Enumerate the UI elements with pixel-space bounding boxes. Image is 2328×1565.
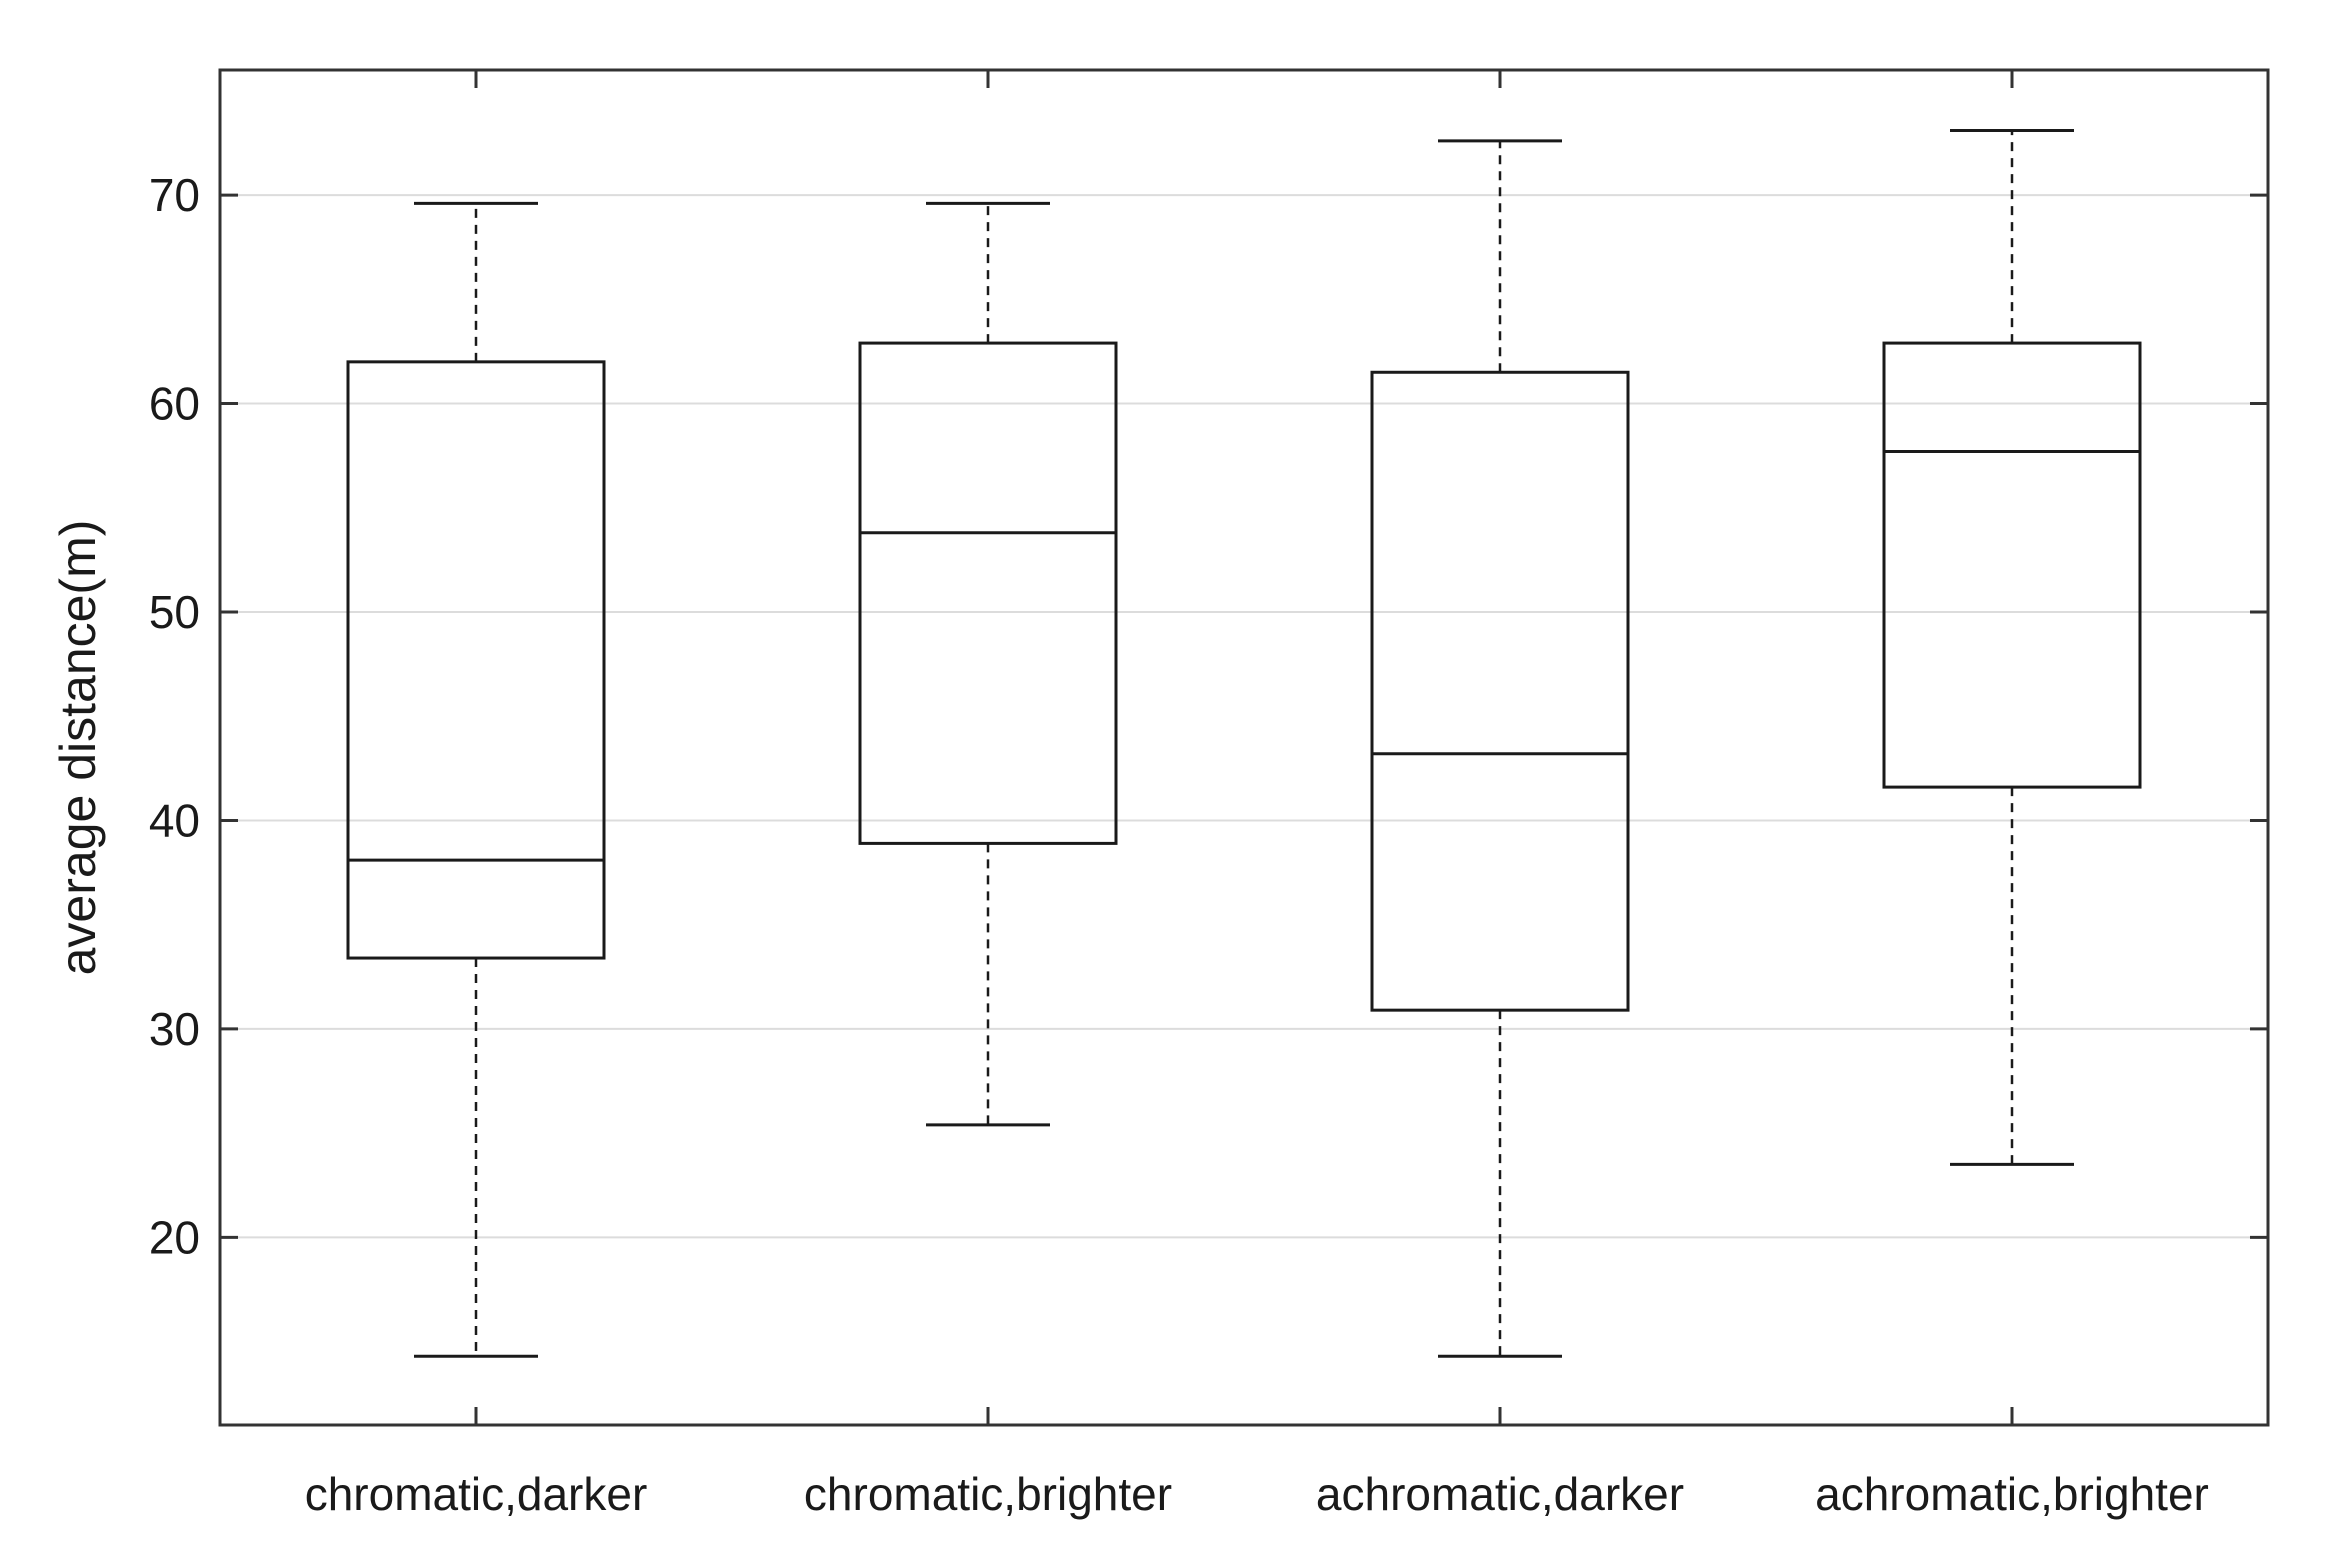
x-tick-label: chromatic,brighter <box>804 1468 1172 1520</box>
y-axis-label: average distance(m) <box>50 520 106 976</box>
x-tick-label: achromatic,brighter <box>1815 1468 2209 1520</box>
y-tick-label: 50 <box>149 586 200 638</box>
tick-labels: 20 30 40 50 60 70 chromatic,darker chromatic,br… <box>149 169 2209 1520</box>
box-group <box>1370 139 1630 1358</box>
y-tick-label: 40 <box>149 794 200 846</box>
box-series <box>346 128 2142 1358</box>
y-tick-label: 60 <box>149 378 200 430</box>
y-tick-label: 30 <box>149 1003 200 1055</box>
y-tick-label: 70 <box>149 169 200 221</box>
interquartile-box <box>858 341 1118 845</box>
interquartile-box <box>1370 370 1630 1012</box>
x-tick-label: chromatic,darker <box>305 1468 648 1520</box>
grid-lines <box>220 194 2268 1239</box>
y-tick-label: 20 <box>149 1211 200 1263</box>
interquartile-box <box>346 360 606 960</box>
plot-frame <box>218 68 2270 1427</box>
box-group <box>1882 128 2142 1166</box>
interquartile-box <box>1882 341 2142 789</box>
box-group <box>858 201 1118 1127</box>
axis-ticks <box>220 70 2268 1425</box>
box-group <box>346 201 606 1358</box>
x-tick-label: achromatic,darker <box>1316 1468 1684 1520</box>
